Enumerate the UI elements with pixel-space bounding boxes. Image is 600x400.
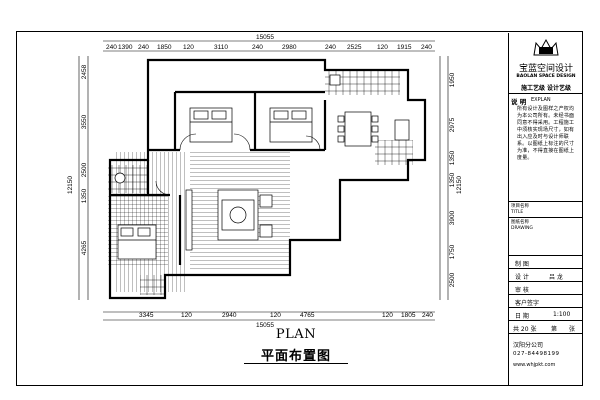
title-underline xyxy=(244,363,348,364)
notes-section: 说 明 EXPLAN 所有设计及图样之产权均为本公司所有。未经书面同意不得采用。… xyxy=(509,93,583,193)
dim-top-seg: 240 xyxy=(421,44,432,51)
notes-body: 所有设计及图样之产权均为本公司所有。未经书面同意不得采用。工程施工中须核实现场尺… xyxy=(517,106,575,161)
dim-bottom-seg: 120 xyxy=(181,312,192,319)
dim-top-seg: 3110 xyxy=(214,44,228,51)
drawing-title-en: PLAN xyxy=(275,327,317,342)
floor-areas xyxy=(108,70,413,295)
tb-row-value: 吕 龙 xyxy=(549,274,563,281)
kitchen-counter xyxy=(394,119,410,141)
firm-logo xyxy=(531,37,561,59)
dim-left-segments: 2458 3550 2500 1350 4265 xyxy=(81,64,88,255)
tv-cabinet xyxy=(185,189,193,251)
dim-top-seg: 1850 xyxy=(157,44,172,51)
doors xyxy=(155,133,321,196)
dim-left-seg: 1350 xyxy=(81,188,88,203)
drawing-name-label-en: DRAWING xyxy=(511,226,533,231)
tb-row-label: 审 核 xyxy=(515,287,529,294)
bed-3 xyxy=(117,224,157,260)
dim-right-segments: 1950 2975 1350 1350 3900 1750 2500 xyxy=(449,72,456,287)
branch-phone: 027-84498199 xyxy=(513,351,560,357)
dim-right-seg: 2500 xyxy=(449,272,456,287)
title-block: 宝蓝空间设计 BAOLAN SPACE DESIGN 施工艺级 设计艺级 说 明… xyxy=(508,33,583,385)
tb-row: 制 图 xyxy=(509,255,583,268)
dim-top-seg: 240 xyxy=(325,44,336,51)
dim-top-segments: 240 1390 240 1850 120 3110 240 2980 240 … xyxy=(106,44,432,51)
drawing-name-row: 图纸名称 DRAWING xyxy=(509,217,583,233)
tb-row-label: 客户签字 xyxy=(515,300,540,307)
dim-bottom-seg: 1805 xyxy=(401,312,416,319)
dim-bottom-seg: 2940 xyxy=(222,312,237,319)
dim-top-seg: 240 xyxy=(252,44,263,51)
project-label-en: TITLE xyxy=(511,210,524,215)
dim-left-overall: 12150 xyxy=(67,176,74,194)
bed-1 xyxy=(189,107,233,143)
dim-left-seg: 2500 xyxy=(81,162,88,177)
dim-bottom-seg: 240 xyxy=(422,312,433,319)
tb-row-label: 日 期 xyxy=(515,313,529,320)
firm-name-en: BAOLAN SPACE DESIGN xyxy=(516,74,576,79)
dim-left-seg: 4265 xyxy=(81,240,88,255)
dim-right-seg: 3900 xyxy=(449,210,456,225)
tb-row: 日 期 1:100 xyxy=(509,307,583,320)
dim-right-seg: 1350 xyxy=(449,172,456,187)
dim-top-seg: 120 xyxy=(377,44,388,51)
tb-row-value: 第 张 xyxy=(551,326,576,333)
dim-top-seg: 1915 xyxy=(397,44,412,51)
walls xyxy=(108,58,427,300)
tb-row-label: 设 计 xyxy=(515,274,529,281)
drawing-sheet xyxy=(16,31,583,386)
notes-heading: 说 明 xyxy=(511,98,527,106)
firm-name: 宝蓝空间设计 xyxy=(518,64,573,74)
project-label: 项目名称 xyxy=(511,204,529,209)
dim-right-seg: 2975 xyxy=(449,117,456,132)
dim-bottom-seg: 4765 xyxy=(300,312,315,319)
bathroom-floor xyxy=(108,165,148,193)
furniture xyxy=(114,74,410,260)
dimension-lines xyxy=(78,40,449,321)
dim-top-seg: 120 xyxy=(183,44,194,51)
dim-right-overall: 12150 xyxy=(456,176,463,194)
dim-bottom-overall: 15055 xyxy=(256,322,274,329)
dim-bottom-seg: 120 xyxy=(382,312,393,319)
sofa-set xyxy=(217,189,273,241)
dim-top-seg: 1390 xyxy=(118,44,133,51)
dim-right-seg: 1350 xyxy=(449,150,456,165)
tb-row-label: 制 图 xyxy=(515,261,529,268)
crown-emblem-icon xyxy=(533,38,559,56)
dim-bottom-segments: 3345 120 2940 120 4765 120 1805 240 xyxy=(139,312,433,319)
dim-bottom-seg: 120 xyxy=(270,312,281,319)
dining-table xyxy=(337,111,379,147)
tb-row: 客户签字 xyxy=(509,294,583,307)
branch-website: www.whjpkt.com xyxy=(513,362,556,368)
dim-top-seg: 240 xyxy=(106,44,117,51)
dim-left-seg: 3550 xyxy=(81,114,88,129)
dim-top-seg: 240 xyxy=(138,44,149,51)
toilet xyxy=(114,172,126,184)
tb-row: 共 20 张 第 张 xyxy=(509,320,583,333)
dim-right-seg: 1750 xyxy=(449,244,456,259)
dim-right-seg: 1950 xyxy=(449,72,456,87)
kitchen-floor xyxy=(375,140,413,165)
dim-top-seg: 2525 xyxy=(347,44,362,51)
dim-top-overall: 15055 xyxy=(256,34,274,41)
drawing-name-label: 图纸名称 xyxy=(511,220,529,225)
tb-row-label: 共 20 张 xyxy=(513,326,537,333)
bed-2 xyxy=(269,107,313,143)
washing-machine xyxy=(329,74,341,86)
notes-heading-en: EXPLAN xyxy=(531,97,551,103)
dim-left-seg: 2458 xyxy=(81,64,88,79)
tb-row-value: 1:100 xyxy=(553,311,571,318)
tb-row: 审 核 xyxy=(509,281,583,294)
tb-row: 设 计 吕 龙 xyxy=(509,268,583,281)
branch-name: 汉阳分公司 xyxy=(513,342,544,349)
dim-top-seg: 2980 xyxy=(282,44,297,51)
project-name-row: 项目名称 TITLE xyxy=(509,201,583,217)
drawing-title-zh: 平面布置图 xyxy=(260,349,331,364)
branch-section: 汉阳分公司 027-84498199 www.whjpkt.com xyxy=(509,333,583,384)
firm-slogan: 施工艺级 设计艺级 xyxy=(520,85,572,92)
balcony-2-floor xyxy=(140,275,165,295)
dim-bottom-seg: 3345 xyxy=(139,312,154,319)
